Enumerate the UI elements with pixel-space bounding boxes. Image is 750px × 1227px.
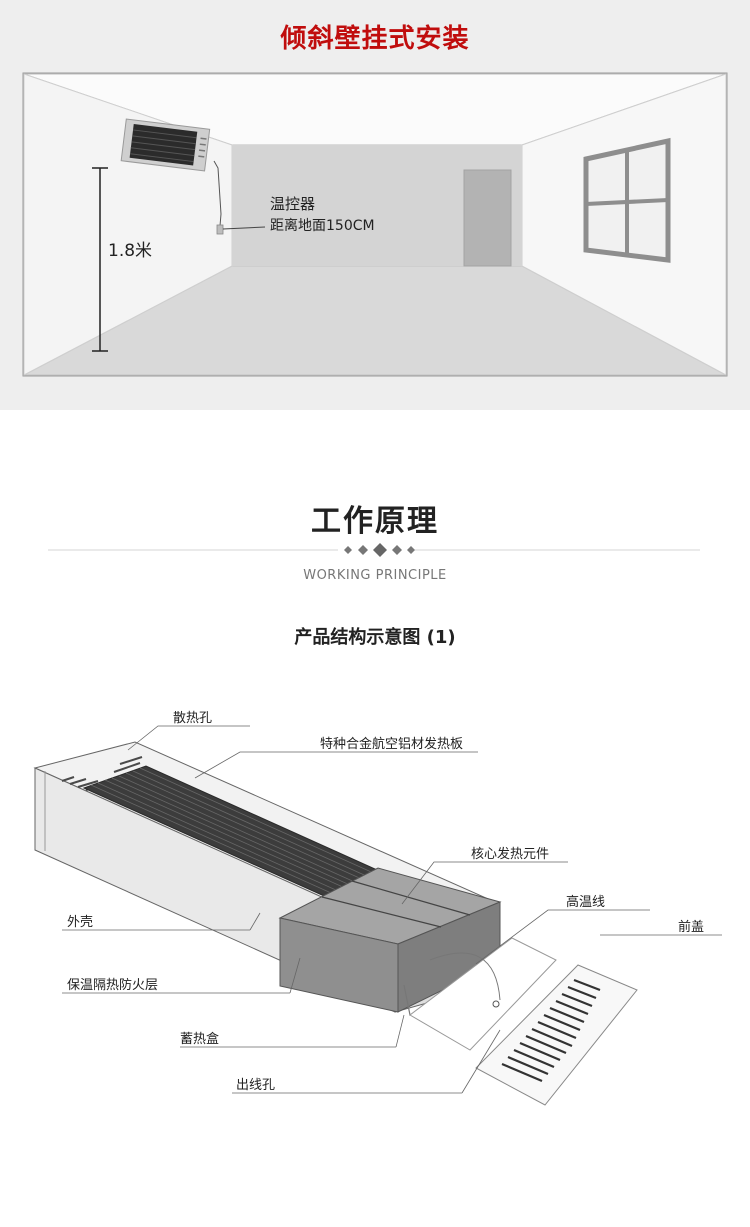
thermostat-height-label: 距离地面150CM <box>270 217 375 234</box>
diamond-icon <box>358 545 368 555</box>
outlet-plate <box>409 937 557 1051</box>
core-block-seams <box>321 880 471 928</box>
heater-wire <box>213 160 222 227</box>
outlet-bracket <box>403 939 517 1016</box>
leader-lines <box>62 725 722 1094</box>
label-shell: 外壳 <box>67 915 93 930</box>
heater-shell <box>33 741 497 1013</box>
label-vent-holes: 散热孔 <box>173 711 212 726</box>
front-cover <box>475 964 638 1106</box>
heating-plate-ribs <box>90 767 390 898</box>
core-block-front <box>279 917 399 1013</box>
heating-plate <box>82 765 397 901</box>
height-dimension <box>92 167 108 352</box>
install-title: 倾斜壁挂式安装 <box>280 24 470 54</box>
diagram-title: 产品结构示意图 (1) <box>294 627 456 648</box>
principle-subtitle: WORKING PRINCIPLE <box>303 568 447 583</box>
title-divider <box>48 543 700 557</box>
mount-height-label: 1.8米 <box>108 241 152 261</box>
diamond-icon <box>344 546 352 554</box>
label-heating-plate: 特种合金航空铝材发热板 <box>320 736 463 752</box>
label-heat-box: 蓄热盒 <box>180 1031 219 1047</box>
front-cover-slots <box>501 978 601 1083</box>
wall-heater <box>120 118 211 172</box>
diamond-icon <box>407 546 415 554</box>
door <box>463 169 512 267</box>
thermostat <box>216 224 224 235</box>
label-insulation: 保温隔热防火层 <box>67 977 158 993</box>
diamond-icon <box>373 543 387 557</box>
thermostat-pointer <box>222 226 266 230</box>
hot-wire <box>429 952 501 1001</box>
vent-holes <box>61 756 143 793</box>
core-block-top <box>278 867 502 945</box>
thermostat-label: 温控器 <box>270 195 315 213</box>
room-illustration: 温控器 距离地面150CM 1.8米 <box>22 72 728 377</box>
label-front-cover: 前盖 <box>678 919 704 935</box>
label-core-element: 核心发热元件 <box>471 846 549 862</box>
principle-title: 工作原理 <box>311 504 439 539</box>
diamond-icon <box>392 545 402 555</box>
window <box>583 137 671 263</box>
wire-connector <box>492 1000 500 1008</box>
core-block-side <box>397 901 501 1013</box>
label-hot-wire: 高温线 <box>566 894 605 910</box>
label-outlet-hole: 出线孔 <box>236 1078 275 1093</box>
